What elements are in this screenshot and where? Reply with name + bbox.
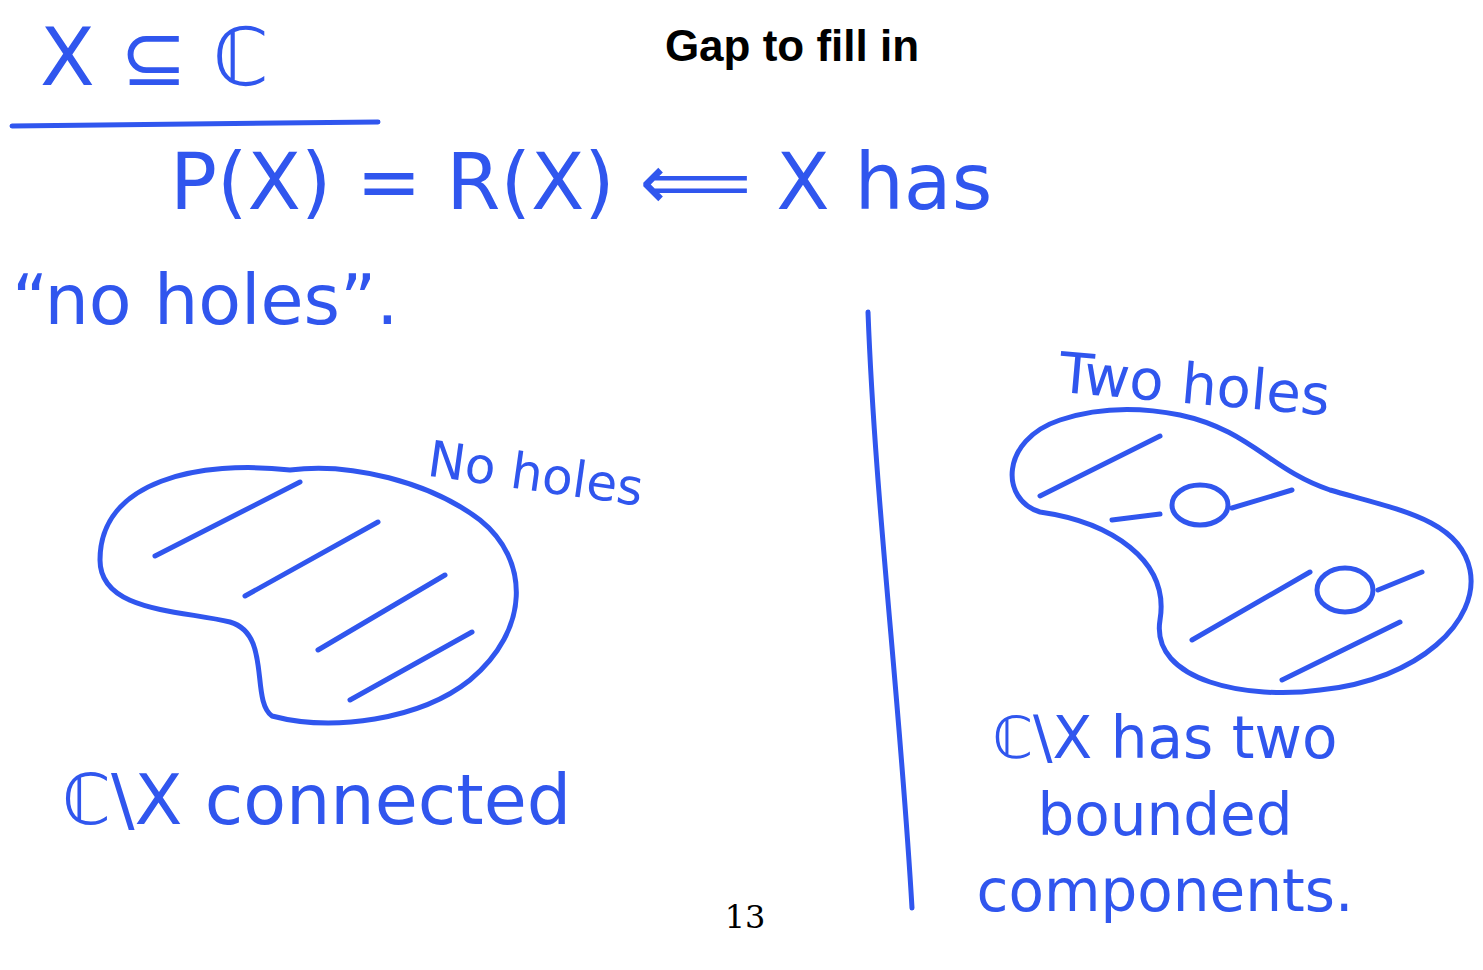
divider-line bbox=[868, 312, 912, 908]
statement: “no holes”. bbox=[12, 262, 399, 339]
simply-connected-region bbox=[100, 468, 516, 723]
hole bbox=[1172, 485, 1228, 525]
underline bbox=[12, 122, 378, 126]
hole bbox=[1317, 568, 1373, 612]
hatching bbox=[155, 482, 472, 700]
page-number: 13 bbox=[715, 900, 775, 935]
hatching bbox=[1040, 436, 1422, 680]
two-hole-region bbox=[1012, 410, 1471, 693]
figure-caption: ℂ\X connected bbox=[62, 762, 571, 839]
statement: P(X) = R(X) ⟸ X has bbox=[170, 140, 992, 226]
figure-caption: ℂ\X has two bounded components. bbox=[925, 700, 1405, 930]
hypothesis: X ⊆ ℂ bbox=[40, 14, 269, 102]
figure-label: Two holes bbox=[1057, 342, 1333, 427]
slide-title: Gap to fill in bbox=[592, 22, 992, 70]
